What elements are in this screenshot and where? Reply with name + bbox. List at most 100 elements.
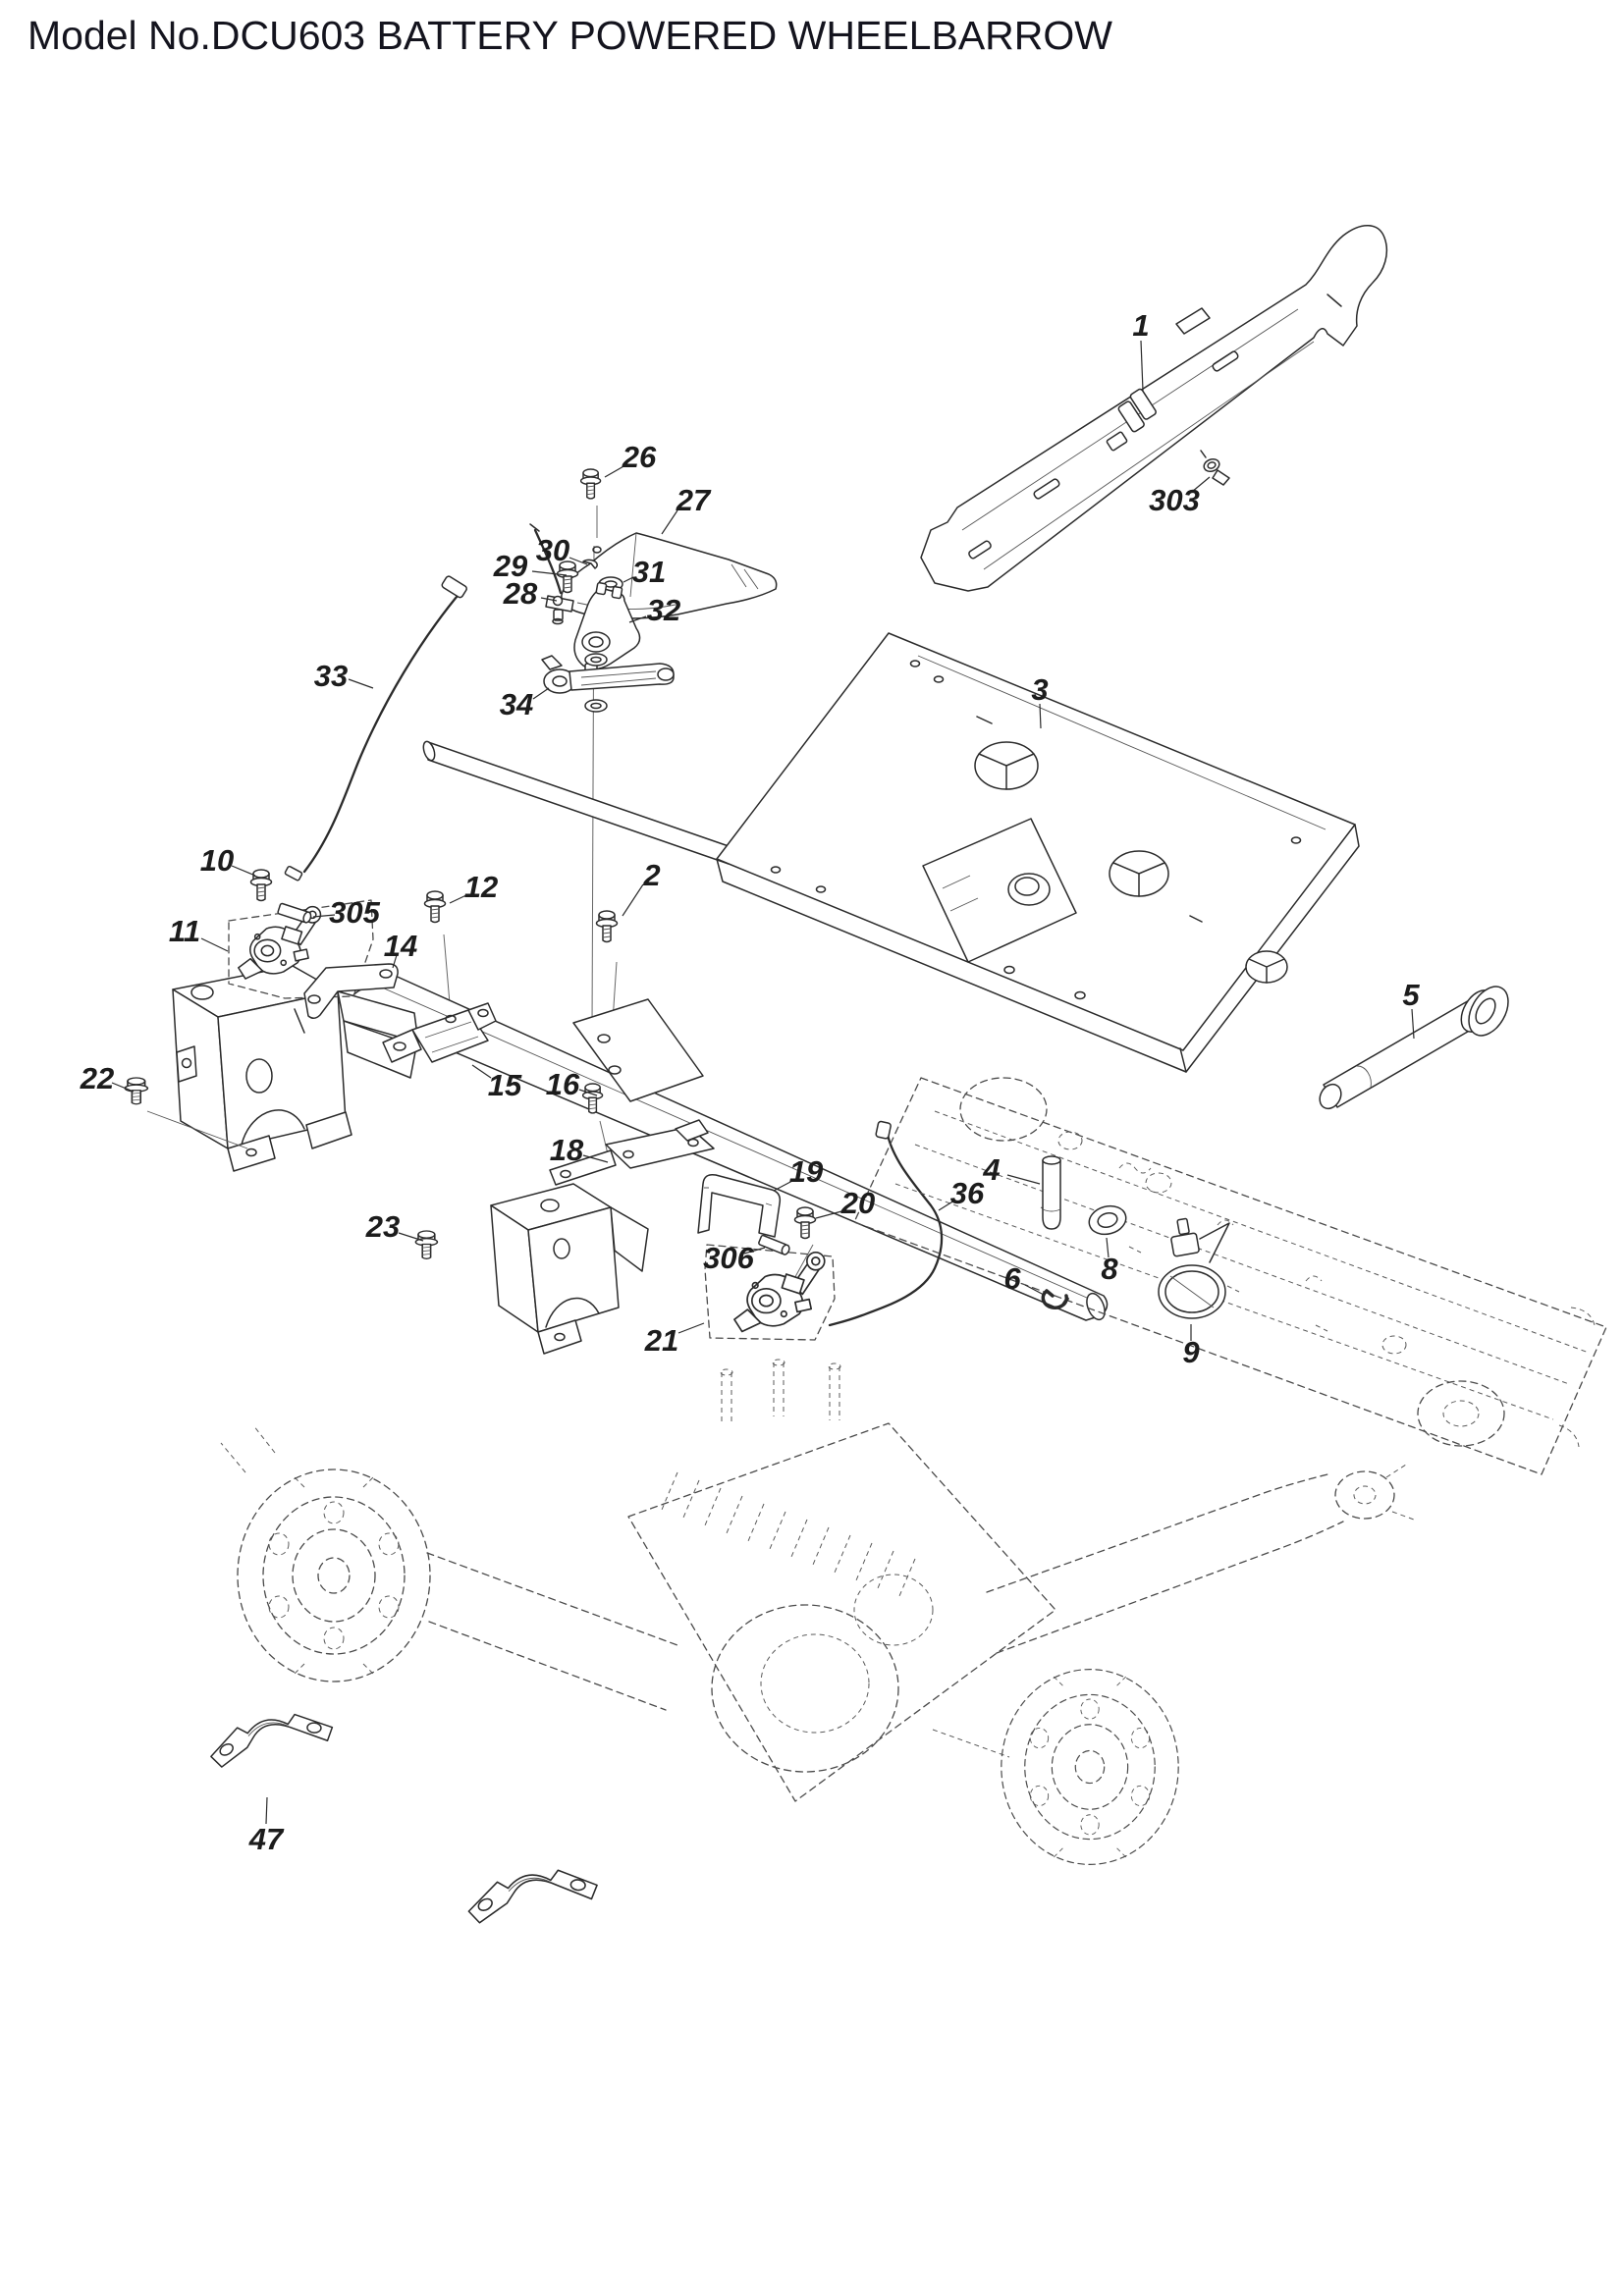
leader-line-16 — [578, 1089, 598, 1096]
dashed-box-21 — [704, 1244, 836, 1341]
part-label-15: 15 — [488, 1068, 522, 1102]
leader-line-28 — [540, 597, 558, 602]
part-label-5: 5 — [1402, 978, 1420, 1012]
part-label-303: 303 — [1149, 483, 1200, 517]
frame-rail-upper — [427, 741, 730, 865]
leader-line-32 — [628, 615, 647, 623]
pin-part-306 — [758, 1234, 790, 1255]
plate-console-cutout — [922, 818, 1077, 963]
phantom-axle-assembly — [220, 1359, 1415, 1865]
mid-frame-bracket — [490, 1183, 649, 1355]
part-label-29: 29 — [493, 549, 528, 583]
part-label-6: 6 — [1003, 1261, 1021, 1296]
leader-line-19 — [773, 1180, 793, 1192]
e-clip-part-6 — [1041, 1289, 1069, 1309]
cover-slots — [968, 307, 1239, 560]
part-label-3: 3 — [1031, 672, 1048, 707]
leader-line-34 — [532, 687, 550, 700]
bolt-part-20 — [793, 1206, 817, 1240]
part-label-16: 16 — [546, 1067, 580, 1101]
part-label-14: 14 — [384, 929, 417, 963]
leader-line-306 — [743, 1247, 766, 1255]
bracket-part-18 — [549, 1119, 715, 1186]
washer — [584, 699, 608, 713]
caliper-assembly-part-11 — [228, 899, 374, 999]
saddle-clamp-lower — [462, 1860, 601, 1926]
part-label-30: 30 — [536, 533, 569, 567]
part-label-306: 306 — [703, 1241, 754, 1275]
plate-vent-hole — [1245, 950, 1288, 984]
axle-shaft — [426, 1552, 678, 1711]
part-label-27: 27 — [676, 483, 712, 517]
bolt-part-10 — [249, 869, 273, 902]
leader-line-27 — [661, 509, 678, 535]
plate-vent-hole — [974, 741, 1039, 790]
part-label-26: 26 — [622, 440, 657, 474]
part-label-18: 18 — [550, 1133, 584, 1167]
part-label-10: 10 — [200, 843, 234, 878]
leader-line-5 — [1411, 1008, 1415, 1040]
leader-line-303 — [1191, 476, 1211, 493]
trailing-arm — [986, 1464, 1415, 1654]
part-label-20: 20 — [840, 1186, 875, 1220]
leader-line-18 — [582, 1154, 609, 1163]
leader-line-10 — [231, 865, 256, 877]
clamp-part-303 — [1200, 450, 1230, 486]
linkage-cluster — [529, 468, 778, 713]
part-label-34: 34 — [500, 687, 533, 721]
deck-plate-part-3 — [716, 632, 1360, 1073]
leader-line-6 — [1024, 1284, 1045, 1296]
part-label-8: 8 — [1101, 1252, 1118, 1286]
bolt-part-23 — [414, 1230, 439, 1260]
leader-line-305 — [312, 914, 336, 918]
phantom-lower-frame — [853, 1077, 1607, 1475]
caliper-assembly-part-21 — [704, 1234, 836, 1341]
part-label-12: 12 — [464, 870, 498, 904]
leader-line-2 — [622, 883, 644, 917]
rail-clamp-part-15 — [382, 1002, 497, 1063]
pin-part-305 — [277, 902, 312, 924]
part-label-33: 33 — [314, 659, 348, 693]
part-label-28: 28 — [503, 576, 538, 611]
leader-line-20 — [815, 1209, 846, 1219]
part-label-47: 47 — [248, 1822, 285, 1856]
leader-line-15 — [471, 1064, 492, 1079]
leader-line-21 — [677, 1322, 705, 1334]
leader-line-26 — [604, 464, 626, 478]
frame-crossplate — [572, 998, 704, 1102]
part-label-32: 32 — [647, 593, 680, 627]
leader-line-1 — [1140, 340, 1144, 392]
frame-rails — [350, 740, 1109, 1321]
leader-line-33 — [348, 678, 374, 689]
part-label-2: 2 — [642, 858, 660, 892]
bolt-part-2 — [595, 910, 619, 943]
leader-line-22 — [111, 1082, 135, 1093]
leader-line-14 — [392, 954, 398, 969]
part-label-22: 22 — [80, 1061, 114, 1095]
bolt-part-26 — [579, 468, 602, 500]
part-label-305: 305 — [329, 895, 380, 930]
upper-cover-part-1 — [920, 225, 1388, 592]
part-label-21: 21 — [644, 1323, 678, 1358]
washer — [584, 653, 608, 667]
leader-line-29 — [531, 570, 568, 576]
part-label-4: 4 — [982, 1152, 1000, 1187]
part-label-23: 23 — [365, 1209, 400, 1244]
control-cable-part-36 — [828, 1120, 944, 1327]
part-label-11: 11 — [169, 914, 200, 948]
axle-pin-part-5 — [1319, 986, 1509, 1110]
leader-line-23 — [398, 1232, 424, 1242]
saddle-clamp-part-47 — [204, 1704, 337, 1770]
page-title: Model No.DCU603 BATTERY POWERED WHEELBAR… — [27, 13, 1112, 58]
leader-line-3 — [1039, 703, 1042, 729]
leader-line-36 — [938, 1200, 955, 1211]
leader-line-31 — [623, 576, 634, 583]
control-cable-part-33 — [284, 575, 467, 881]
bolt-part-12 — [423, 890, 447, 924]
leader-line-12 — [449, 893, 469, 904]
part-label-9: 9 — [1182, 1335, 1200, 1369]
leader-line-30 — [568, 557, 588, 565]
gearbox-motor — [627, 1359, 1056, 1802]
